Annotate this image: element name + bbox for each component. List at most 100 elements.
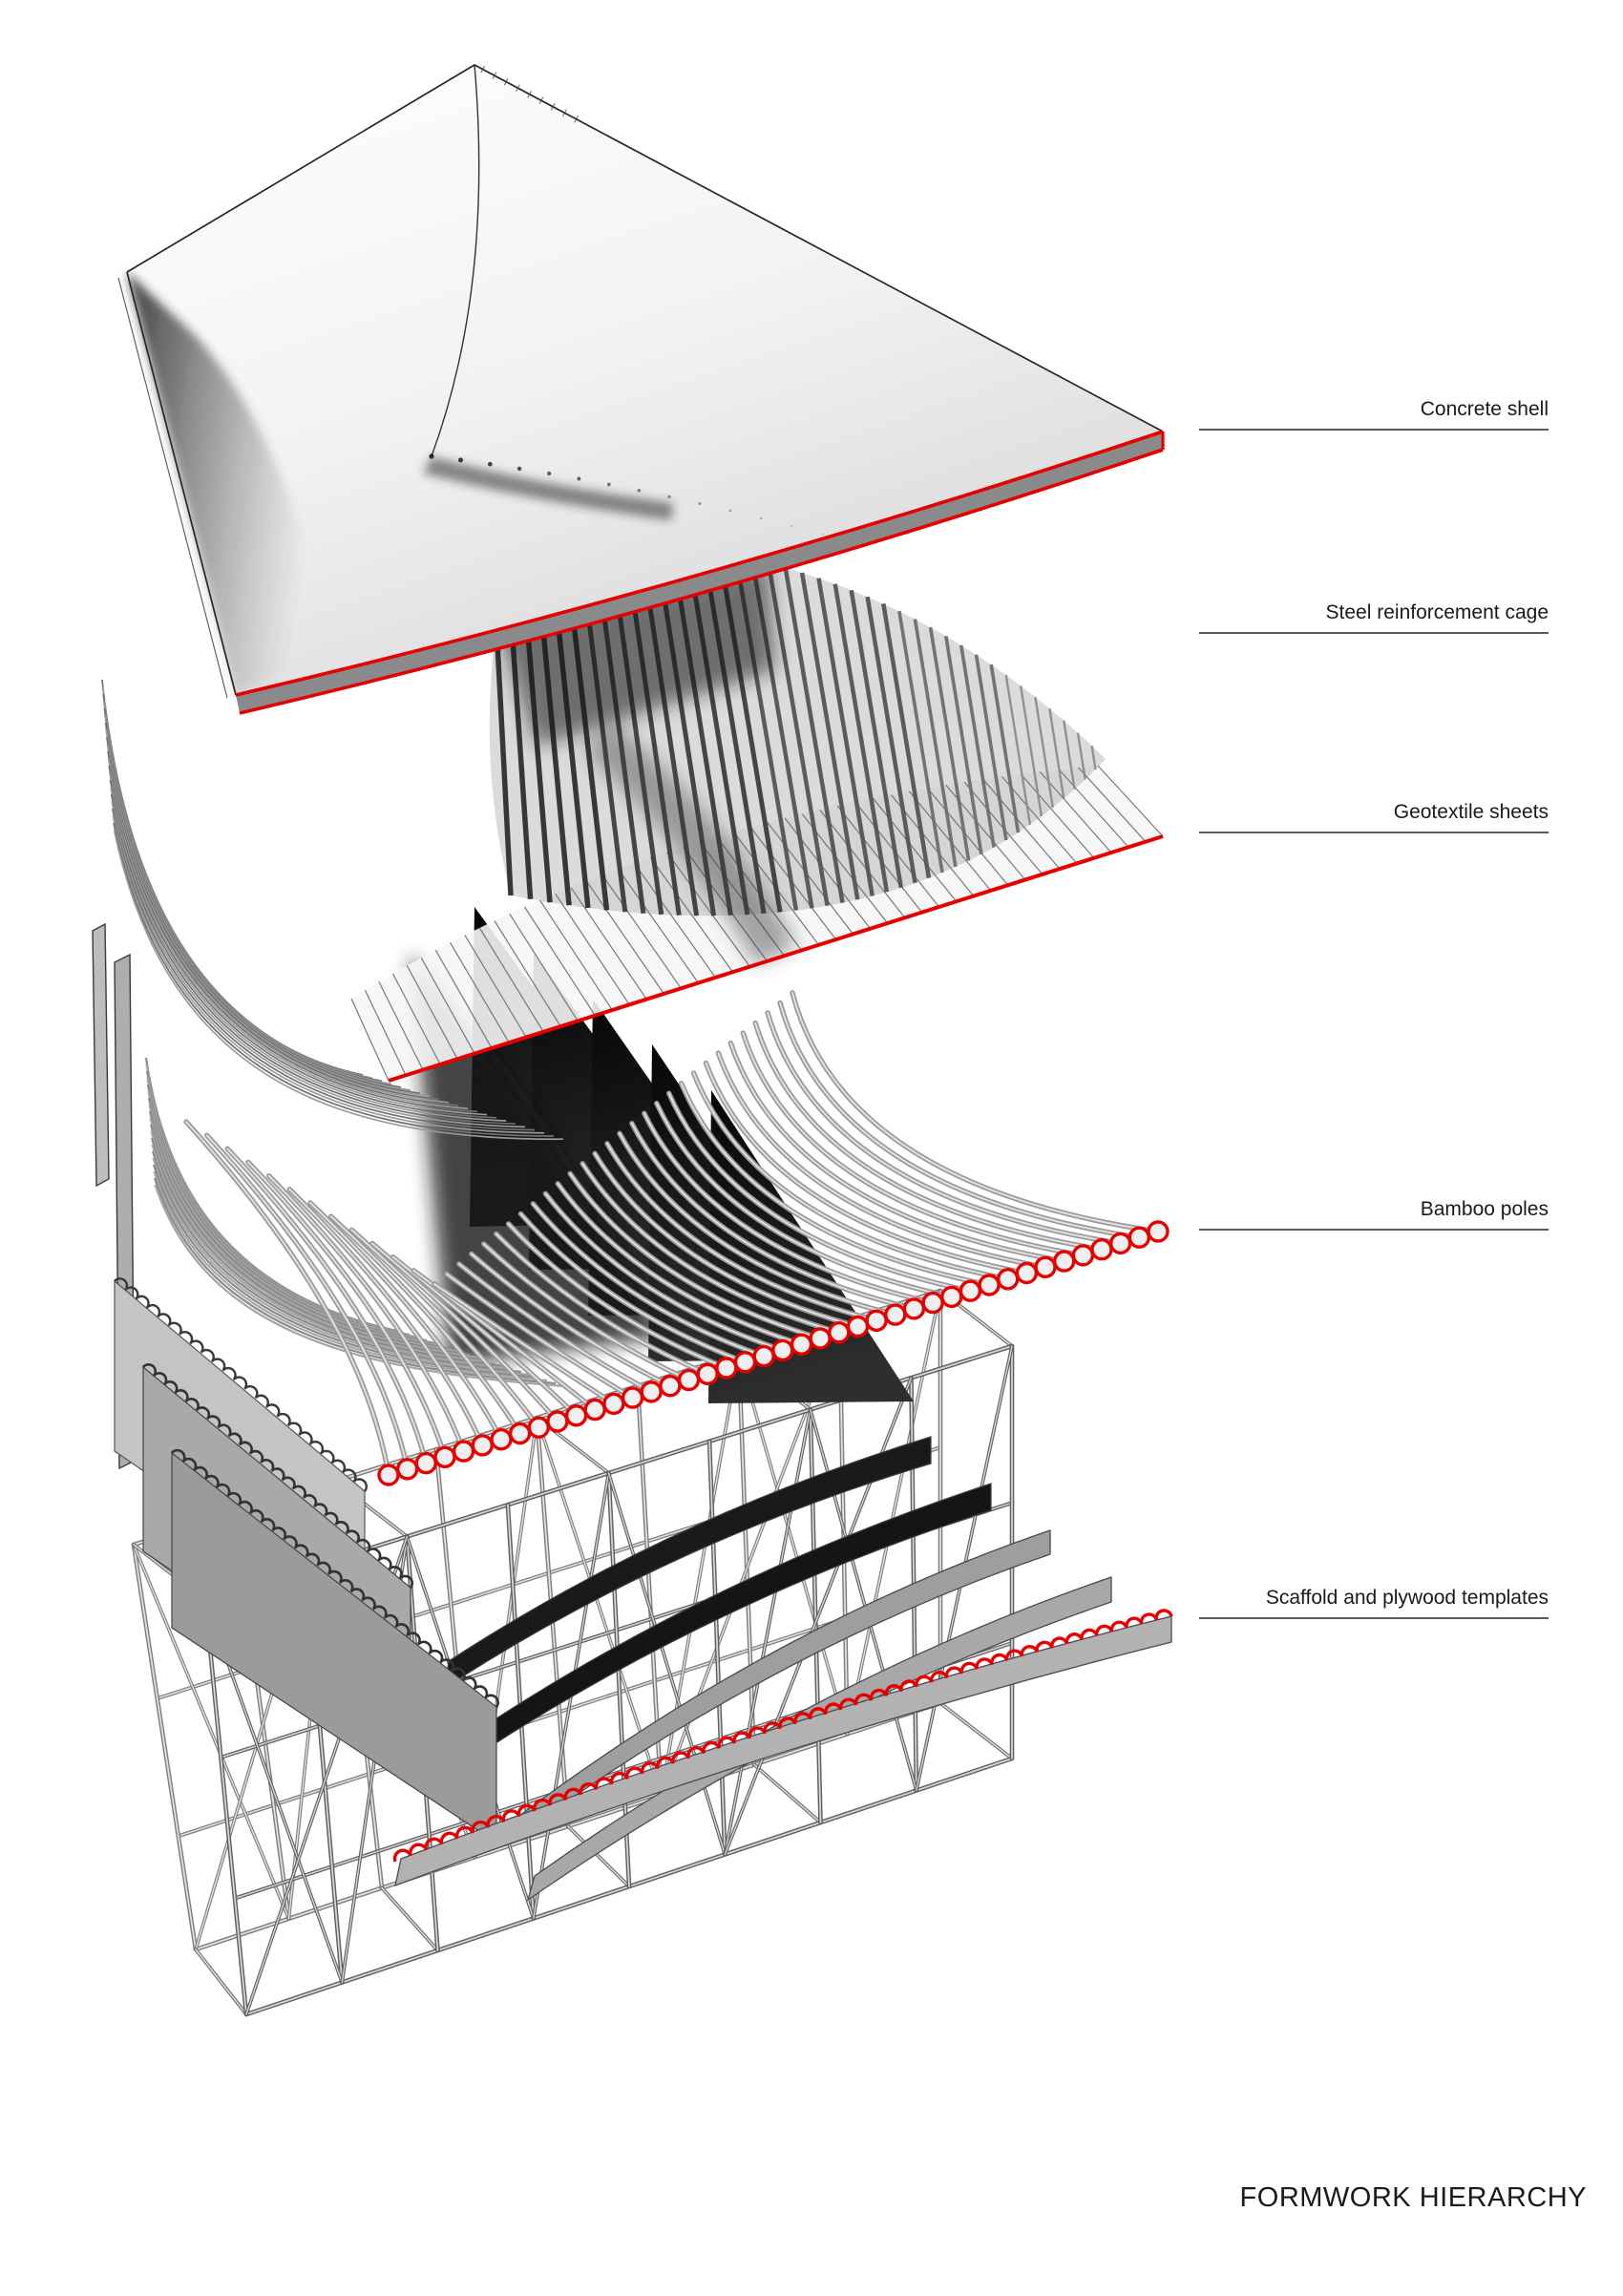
bamboo-fan-curve: [148, 1110, 471, 1357]
shell-fold-dot: [516, 466, 522, 472]
shell-fold-dot: [458, 457, 463, 463]
geotextile-line: [1078, 767, 1147, 843]
layer-label-text: Scaffold and plywood templates: [1265, 1587, 1549, 1609]
steel-bar: [1063, 720, 1076, 790]
shell-slab-band: [236, 432, 1163, 713]
layer-label-text: Bamboo poles: [1420, 1198, 1549, 1220]
steel-cage-top-shadow: [496, 563, 775, 747]
scaffold-member-core: [846, 1290, 941, 1735]
layer-label-text: Concrete shell: [1420, 398, 1549, 420]
bamboo-pole-highlight: [433, 1283, 615, 1405]
bamboo-circle: [414, 1451, 437, 1475]
geotextile-sheet-curve: [111, 808, 536, 1131]
bamboo-fan-curve: [150, 1130, 496, 1365]
layer-label-steel-cage: Steel reinforcement cage: [1199, 600, 1549, 634]
shell-fold-dot: [698, 501, 702, 506]
bamboo-circle: [996, 1268, 1020, 1291]
bamboo-circle: [1090, 1237, 1113, 1261]
bamboo-pole-highlight: [205, 1134, 409, 1470]
bamboo-pole-highlight: [791, 992, 1159, 1232]
bamboo-pole-highlight: [532, 1202, 766, 1358]
geotextile-line: [509, 913, 579, 1022]
bamboo-pole-highlight: [692, 1072, 1009, 1280]
scaffold-member-core: [133, 1544, 197, 1950]
bamboo-circle: [452, 1440, 475, 1463]
bamboo-circle: [659, 1374, 682, 1398]
geotextile-line: [585, 880, 664, 995]
panel-scalloped-edge: [170, 1448, 499, 1708]
steel-bar: [783, 567, 845, 903]
scaffold-member-core: [381, 1886, 439, 1951]
bamboo-circle: [640, 1380, 663, 1403]
layer-label-text: Geotextile sheets: [1393, 801, 1549, 823]
scaffold-and-templates-drawing: [92, 907, 1173, 2017]
geotextile-line: [927, 788, 1009, 886]
geotextile-line: [420, 958, 475, 1054]
geotextile-line: [364, 989, 407, 1076]
bamboo-circle: [771, 1338, 794, 1362]
steel-cage-drawing: [489, 562, 1106, 916]
geotextile-line: [464, 935, 527, 1038]
geotextile-line: [523, 906, 596, 1017]
bamboo-circle: [602, 1392, 625, 1416]
steel-bar: [766, 562, 830, 906]
geotextile-line: [406, 965, 458, 1060]
bamboo-fan-curve: [147, 1090, 445, 1348]
bamboo-circle: [1052, 1250, 1076, 1273]
geotextile-sheet-curve: [110, 793, 516, 1126]
shell-fold-dot: [577, 476, 581, 481]
geotextile-line: [555, 893, 630, 1005]
steel-bar: [913, 619, 958, 868]
shell-edge-tick: [516, 84, 520, 92]
geotextile-line: [391, 973, 441, 1065]
scaffold-member-core: [567, 1825, 630, 1887]
bamboo-pole-highlight: [470, 1253, 671, 1387]
bamboo-circle: [715, 1357, 738, 1380]
geotextile-sheet-curve: [109, 779, 497, 1119]
bamboo-pole-highlight: [544, 1192, 784, 1352]
bamboo-pole-highlight: [655, 1102, 953, 1298]
shell-fold-shadow: [423, 456, 673, 520]
geotextile-line: [1097, 765, 1164, 837]
scaffold-member-core: [939, 1702, 1013, 1759]
geotextile-line: [378, 981, 424, 1070]
bamboo-circle: [433, 1445, 456, 1469]
bamboo-pole-highlight: [350, 1229, 540, 1429]
bamboo-pole-highlight: [185, 1121, 390, 1476]
bamboo-circle: [1147, 1220, 1170, 1243]
plywood-scalloped-edges: [114, 1277, 499, 1708]
shell-red-edge-bottom: [239, 448, 1164, 715]
geotextile-sheet-curve: [111, 801, 526, 1128]
geotextile-sheet-curve: [107, 758, 469, 1110]
bamboo-circle: [396, 1458, 419, 1481]
geotextile-line: [601, 874, 682, 989]
panel-scalloped-edge: [141, 1363, 413, 1589]
bamboo-circle: [846, 1315, 870, 1338]
shell-fold-dot: [637, 488, 642, 493]
shell-edge-tick: [538, 96, 544, 105]
geotextile-sheet-curve: [105, 729, 431, 1098]
bamboo-circle: [884, 1303, 907, 1326]
geotextile-line: [650, 857, 733, 973]
steel-bar: [1004, 674, 1032, 825]
bamboo-circle: [733, 1351, 757, 1374]
diagram-title: FORMWORK HIERARCHY: [1239, 2182, 1587, 2213]
layer-label-bamboo: Bamboo poles: [1199, 1196, 1549, 1231]
shell-edge-tick: [527, 90, 533, 98]
bamboo-pole-lines: [183, 990, 1161, 1478]
geotextile-sheet-curve: [110, 787, 507, 1122]
bamboo-circle: [677, 1368, 701, 1392]
geotextile-line: [982, 778, 1061, 870]
bamboo-circle: [790, 1333, 813, 1356]
shell-fold-dot: [821, 533, 825, 537]
scaffold-member-core: [195, 1948, 247, 2015]
shell-edge-tick: [574, 116, 580, 123]
bamboo-circle: [621, 1386, 644, 1409]
leader-line: [1199, 832, 1549, 833]
shell-fold-dots: [429, 453, 825, 537]
steel-bar: [833, 583, 890, 893]
concrete-shell-drawing: [117, 64, 1165, 715]
bamboo-pole-highlight: [606, 1142, 878, 1322]
geotextile-left-fan: [101, 679, 564, 1141]
steel-bar: [974, 654, 1008, 841]
